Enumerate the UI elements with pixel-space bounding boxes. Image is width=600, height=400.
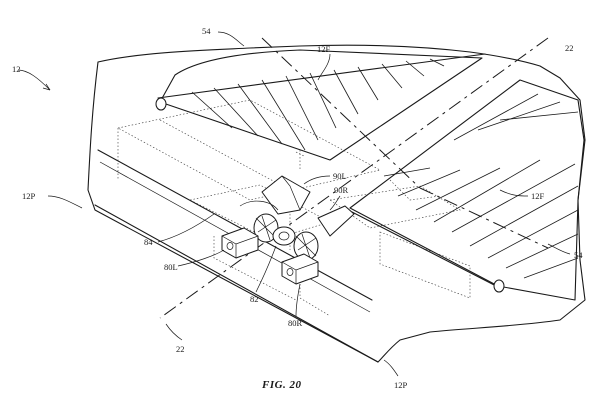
leader-12P-left (47, 195, 83, 209)
leader-54-right (547, 243, 571, 255)
arm-90R (317, 205, 355, 237)
leader-22-bottom (165, 323, 183, 341)
label-12P-left: 12P (22, 191, 36, 201)
hinge-mechanism (221, 175, 355, 285)
leader-12F-right (499, 189, 529, 197)
leader-54-top (217, 31, 245, 47)
label-90R: 90R (334, 185, 349, 195)
label-80R: 80R (288, 318, 303, 328)
device-body (87, 44, 586, 363)
leader-12F-top (317, 53, 331, 81)
label-54-right: 54 (574, 250, 583, 260)
flap-right-outline (349, 79, 585, 301)
label-54-top: 54 (202, 26, 211, 36)
housing-bottom-edge (94, 204, 379, 363)
device-outline (87, 44, 586, 363)
arm-90L (261, 175, 311, 215)
leader-84 (157, 213, 215, 243)
label-22-top: 22 (565, 43, 574, 53)
gear-82 (272, 226, 296, 246)
label-84: 84 (144, 237, 153, 247)
flap-upper-outline (159, 49, 483, 161)
flap-upper (155, 49, 486, 161)
block-80L (221, 227, 259, 259)
flap-right-hatching (383, 93, 579, 279)
rod-end-left (155, 97, 167, 111)
label-80L: 80L (164, 262, 178, 272)
leader-lines (17, 31, 571, 377)
leader-82 (255, 245, 277, 293)
label-90L: 90L (333, 171, 347, 181)
figure-caption: FIG. 20 (261, 379, 302, 391)
flap-right (349, 79, 585, 301)
leader-80L (177, 249, 225, 267)
label-22-bottom: 22 (176, 344, 185, 354)
axis-22-line (159, 37, 549, 319)
label-12F-top: 12F (317, 44, 331, 54)
leader-12 (17, 69, 51, 91)
reference-labels: 12 54 12F 22 12P 90L 90R 12F 54 84 80L 8… (12, 26, 583, 390)
housing-top-edge (97, 149, 373, 301)
label-12F-right: 12F (531, 191, 545, 201)
axis-54-lower-line (419, 187, 549, 249)
axis-54-line (261, 37, 421, 189)
label-12: 12 (12, 64, 21, 74)
axis-lines (159, 37, 549, 319)
leader-12P-bottom (383, 359, 399, 377)
flap-right-rod (351, 211, 501, 289)
flap-upper-rod (157, 53, 486, 99)
rod-end-right (493, 279, 505, 293)
label-82: 82 (250, 294, 259, 304)
leader-90L (303, 175, 331, 185)
block-80R (281, 253, 319, 285)
leader-80R (295, 283, 301, 317)
flap-upper-hatching (191, 58, 445, 151)
label-12P-bottom: 12P (394, 380, 408, 390)
leader-90R (329, 195, 341, 211)
